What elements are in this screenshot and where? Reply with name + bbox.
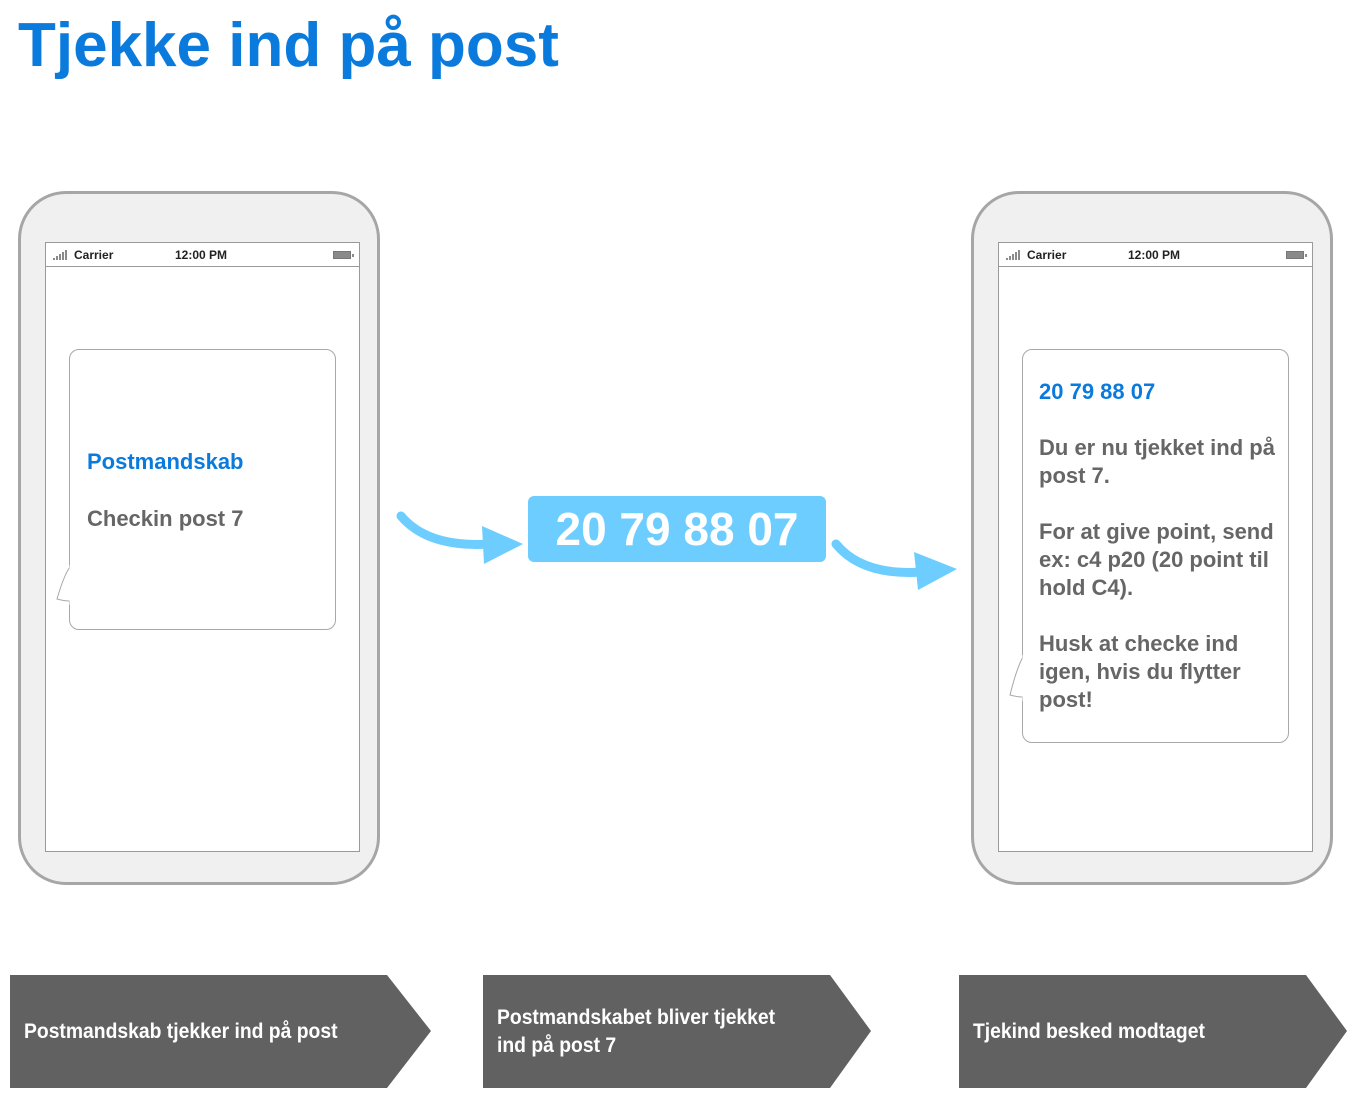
process-step-3: Tjekind besked modtaget xyxy=(959,975,1347,1088)
message-bubble xyxy=(69,349,336,630)
message-sender: 20 79 88 07 xyxy=(1039,379,1156,404)
step-label: Postmandskabet bliver tjekket ind på pos… xyxy=(497,1006,776,1057)
message-sender: Postmandskab xyxy=(87,449,244,474)
signal-icon xyxy=(53,250,71,260)
step-label: Tjekind besked modtaget xyxy=(973,1020,1205,1043)
step-label: Postmandskab tjekker ind på post xyxy=(24,1020,338,1043)
carrier-label: Carrier xyxy=(1027,248,1067,262)
status-time: 12:00 PM xyxy=(175,248,228,262)
battery-icon xyxy=(333,251,354,259)
bubble-tail xyxy=(1009,655,1028,701)
arrow-to-number-icon xyxy=(396,511,523,564)
battery-icon xyxy=(1286,251,1307,259)
page-title: Tjekke ind på post xyxy=(18,11,559,80)
arrow-to-phone-icon xyxy=(831,539,957,590)
carrier-label: Carrier xyxy=(74,248,114,262)
process-step-1: Postmandskab tjekker ind på post xyxy=(10,975,431,1088)
process-step-2: Postmandskabet bliver tjekket ind på pos… xyxy=(483,975,871,1088)
message-body: Du er nu tjekket ind på post 7. For at g… xyxy=(1039,435,1275,712)
status-time: 12:00 PM xyxy=(1128,248,1181,262)
status-bar: Carrier 12:00 PM xyxy=(46,243,359,267)
message-body: Checkin post 7 xyxy=(87,506,244,531)
message-bubble xyxy=(1022,349,1289,743)
status-bar: Carrier 12:00 PM xyxy=(999,243,1312,267)
signal-icon xyxy=(1006,250,1024,260)
bubble-tail xyxy=(56,565,75,605)
sms-number: 20 79 88 07 xyxy=(528,496,826,562)
